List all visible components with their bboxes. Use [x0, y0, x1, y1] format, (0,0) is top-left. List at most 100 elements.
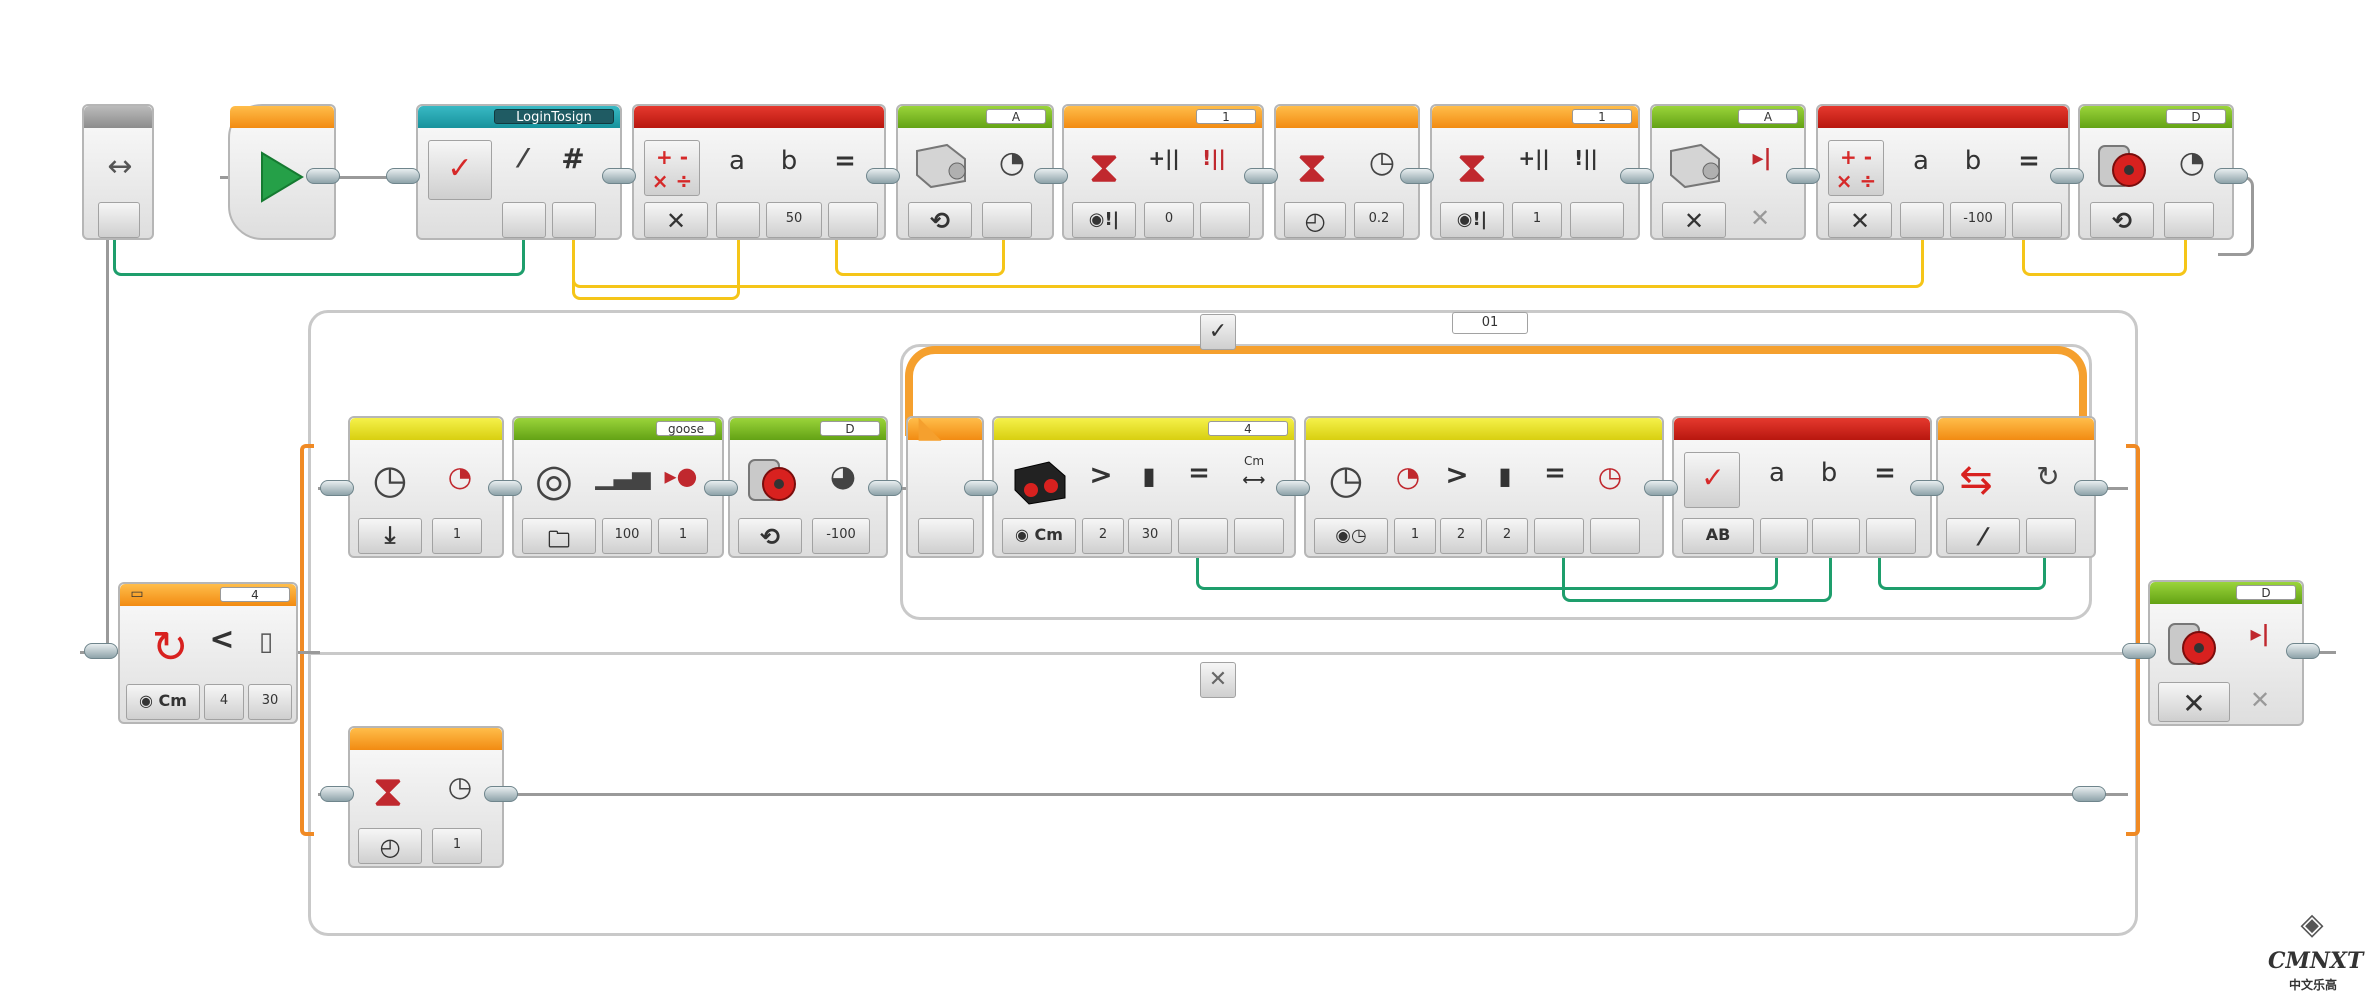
mode-selector[interactable]: ✕ [2158, 682, 2230, 722]
large-motor-rotation-block[interactable]: D ◔ ⟲ [2078, 104, 2234, 240]
play-type-input[interactable]: 1 [658, 518, 708, 554]
motor-port[interactable]: D [2236, 585, 2296, 600]
mode-selector[interactable]: ◉◷ [1314, 518, 1388, 554]
output-plug[interactable] [1234, 518, 1284, 554]
motor-port[interactable]: A [1738, 109, 1798, 124]
ultrasonic-sensor-block[interactable]: 4 > ▮ = Cm ⟷ ◉ Cm 2 30 [992, 416, 1296, 558]
sequence-plug[interactable] [2286, 643, 2320, 659]
mode-selector[interactable]: ◉ Cm [1002, 518, 1076, 554]
sequence-plug[interactable] [84, 643, 118, 659]
math-block[interactable]: + -× ÷ a b = ✕ -100 [1816, 104, 2070, 240]
math-operator-icon[interactable]: + -× ÷ [644, 140, 700, 196]
logic-mode-selector[interactable]: AB [1682, 518, 1754, 554]
sequence-plug[interactable] [1034, 168, 1068, 184]
input-plug[interactable] [98, 202, 140, 238]
input-b[interactable] [1812, 518, 1860, 554]
wait-time-block[interactable]: ⧗ ◷ ◴ 1 [348, 726, 504, 868]
sequence-plug[interactable] [484, 786, 518, 802]
sequence-plug[interactable] [704, 480, 738, 496]
mode-selector[interactable]: ◉ Cm [126, 684, 200, 720]
logic-operator-icon[interactable]: ✓ [1684, 452, 1740, 508]
mode-selector[interactable]: ⤓ [358, 518, 422, 554]
compare-input[interactable]: 1 [1512, 202, 1562, 238]
loop-interrupt-block[interactable]: ↔ [82, 104, 154, 240]
sequence-plug[interactable] [1400, 168, 1434, 184]
motor-port[interactable]: A [986, 109, 1046, 124]
variable-write-icon[interactable]: ✓ [428, 140, 492, 200]
sequence-plug[interactable] [868, 480, 902, 496]
timer-reset-block[interactable]: ◷ ◔ ⤓ 1 [348, 416, 504, 558]
output-plug[interactable] [1200, 202, 1250, 238]
threshold-input[interactable]: 2 [1486, 518, 1528, 554]
output-plug[interactable] [2164, 202, 2214, 238]
sequence-plug[interactable] [320, 786, 354, 802]
threshold-input[interactable]: 30 [1128, 518, 1172, 554]
sequence-plug[interactable] [964, 480, 998, 496]
output-plug[interactable] [1178, 518, 1228, 554]
stop-x-icon[interactable]: ✕ [2249, 686, 2271, 714]
threshold-input[interactable]: 30 [248, 684, 292, 720]
sequence-plug[interactable] [602, 168, 636, 184]
sound-file-name[interactable]: goose [656, 421, 716, 436]
mode-selector[interactable]: ◉!| [1440, 202, 1504, 238]
math-block[interactable]: + -× ÷ a b = ✕ 50 [632, 104, 886, 240]
sequence-plug[interactable] [320, 480, 354, 496]
compare-type-input[interactable]: 2 [1082, 518, 1124, 554]
motor-port[interactable]: D [820, 421, 880, 436]
mode-selector[interactable]: ✕ [1662, 202, 1726, 238]
loop-condition-block[interactable]: 4 ▭ ↻ < ▯ ◉ Cm 4 30 [118, 582, 298, 724]
input-a[interactable] [1760, 518, 1808, 554]
volume-input[interactable]: 100 [602, 518, 652, 554]
loop-port[interactable]: 4 [220, 587, 290, 602]
compare-type-input[interactable]: 2 [1440, 518, 1482, 554]
sequence-plug[interactable] [1244, 168, 1278, 184]
input-plug[interactable] [552, 202, 596, 238]
timer-id-input[interactable]: 1 [432, 518, 482, 554]
mode-selector[interactable]: ◴ [358, 828, 422, 864]
mode-selector[interactable]: ⁄ [1946, 518, 2020, 554]
output-plug[interactable] [2012, 202, 2062, 238]
input-plug[interactable] [2026, 518, 2076, 554]
sensor-port[interactable]: 1 [1196, 109, 1256, 124]
switch-port-selector[interactable]: 01 [1452, 312, 1528, 334]
motor-stop-block[interactable]: A ▸| ✕ ✕ [1650, 104, 1806, 240]
timer-compare-block[interactable]: ◷ ◔ > ▮ = ◷ ◉◷ 1 2 2 [1304, 416, 1664, 558]
sequence-plug[interactable] [1644, 480, 1678, 496]
stop-x-icon[interactable]: ✕ [1749, 204, 1771, 232]
sequence-plug[interactable] [2072, 786, 2106, 802]
loop-index-plug[interactable] [918, 518, 974, 554]
sequence-plug[interactable] [386, 168, 420, 184]
loop-end-block[interactable]: ⇆ ↻ ⁄ [1936, 416, 2096, 558]
mode-selector[interactable]: ◴ [1284, 202, 1346, 238]
logic-operations-block[interactable]: ✓ a b = AB [1672, 416, 1932, 558]
mode-selector[interactable]: ⟲ [908, 202, 972, 238]
sequence-plug[interactable] [1786, 168, 1820, 184]
output-plug[interactable] [1570, 202, 1624, 238]
output-plug[interactable] [1534, 518, 1584, 554]
mode-selector[interactable]: ⟲ [2090, 202, 2154, 238]
sensor-port[interactable]: 1 [1572, 109, 1632, 124]
sequence-plug[interactable] [306, 168, 340, 184]
wait-time-block[interactable]: ⧗ ◷ ◴ 0.2 [1274, 104, 1420, 240]
sequence-plug[interactable] [2214, 168, 2248, 184]
sequence-plug[interactable] [1276, 480, 1310, 496]
input-a[interactable] [716, 202, 760, 238]
seconds-input[interactable]: 1 [432, 828, 482, 864]
sequence-plug[interactable] [2050, 168, 2084, 184]
switch-case-false-tab[interactable]: ✕ [1200, 662, 1236, 698]
power-input[interactable]: -100 [812, 518, 870, 554]
timer-id-input[interactable]: 1 [1394, 518, 1436, 554]
sequence-plug[interactable] [488, 480, 522, 496]
mode-selector[interactable]: 🗀 [522, 518, 596, 554]
input-plug[interactable] [502, 202, 546, 238]
motor-rotation-block[interactable]: A ◔ ⟲ [896, 104, 1054, 240]
mode-selector[interactable]: ⟲ [738, 518, 802, 554]
variable-block[interactable]: LoginTosign ✓ ⁄ # [416, 104, 622, 240]
sequence-plug[interactable] [1910, 480, 1944, 496]
variable-name[interactable]: LoginTosign [494, 109, 614, 125]
input-b[interactable]: 50 [766, 202, 822, 238]
output-plug[interactable] [1590, 518, 1640, 554]
math-mode-selector[interactable]: ✕ [1828, 202, 1892, 238]
output-plug[interactable] [828, 202, 878, 238]
switch-case-true-tab[interactable]: ✓ [1200, 314, 1236, 350]
